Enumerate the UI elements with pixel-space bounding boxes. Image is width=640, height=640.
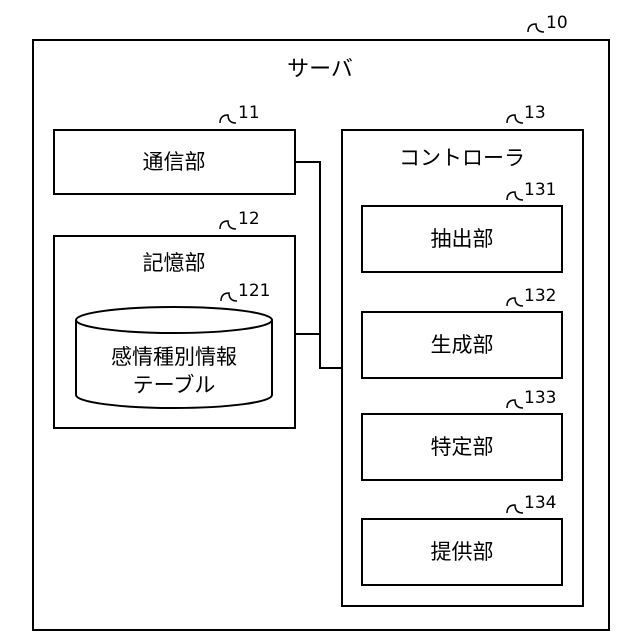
controller-title: コントローラ	[399, 146, 525, 170]
extraction-ref-leader	[507, 192, 523, 200]
controller-ref: 13	[524, 103, 546, 123]
server-title: サーバ	[287, 57, 353, 82]
table-ref: 121	[238, 281, 270, 301]
comm-ref: 11	[238, 103, 260, 123]
storage-ref-leader	[220, 221, 236, 229]
identification-ref-leader	[507, 400, 523, 408]
controller-ref-leader	[507, 115, 523, 123]
table-label-line1: 感情種別情報	[111, 345, 237, 369]
comm-controller-connector	[295, 162, 342, 368]
comm-ref-leader	[220, 115, 236, 123]
table-ref-leader	[221, 293, 237, 301]
provision-unit-label: 提供部	[431, 540, 494, 564]
storage-ref: 12	[238, 209, 260, 229]
extraction-unit-label: 抽出部	[431, 227, 494, 251]
comm-unit-label: 通信部	[143, 150, 206, 174]
server-ref: 10	[546, 13, 568, 33]
server-ref-leader	[528, 24, 544, 32]
cylinder-top	[76, 307, 272, 333]
table-label-line2: テーブル	[133, 373, 216, 397]
controller-box	[342, 130, 583, 606]
provision-ref-leader	[507, 505, 523, 513]
extraction-ref: 131	[524, 180, 556, 200]
identification-unit-label: 特定部	[431, 435, 494, 459]
storage-unit-label: 記憶部	[143, 251, 206, 275]
identification-ref: 133	[524, 388, 556, 408]
generation-ref-leader	[507, 298, 523, 306]
generation-unit-label: 生成部	[431, 333, 494, 357]
provision-ref: 134	[524, 493, 556, 513]
generation-ref: 132	[524, 286, 556, 306]
